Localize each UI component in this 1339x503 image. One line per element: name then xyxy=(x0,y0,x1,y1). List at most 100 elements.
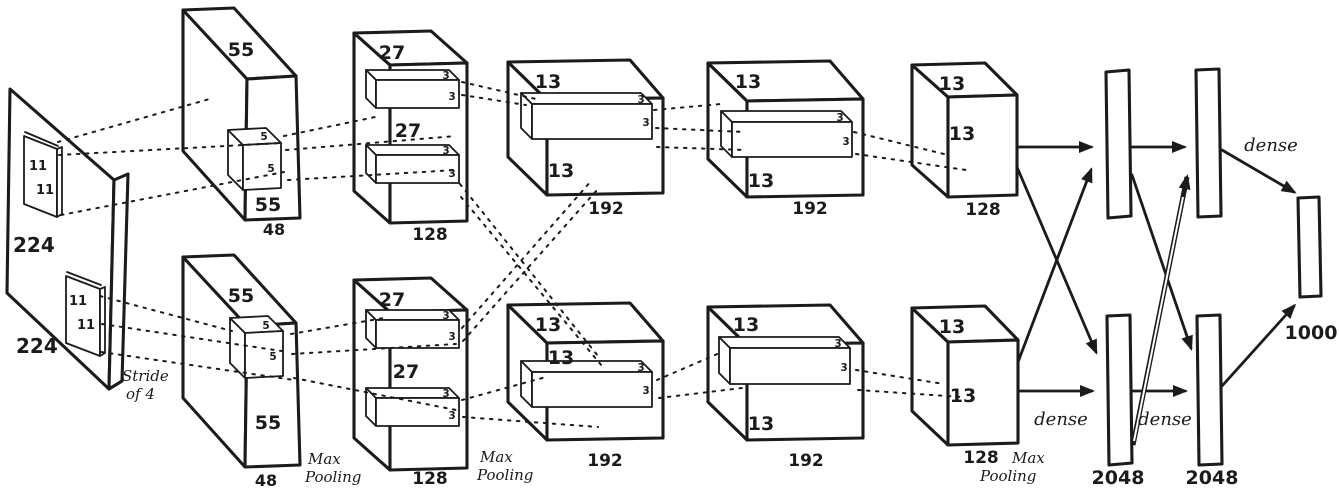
conv1-kernel-label: 5 xyxy=(267,163,274,175)
conv1-kernel-label: 5 xyxy=(260,131,267,143)
dense-label: dense xyxy=(1244,135,1298,156)
input-kernel-top-line xyxy=(24,131,59,147)
conv3-spatial-label: 13 xyxy=(535,314,561,336)
conv4-spatial-label: 13 xyxy=(748,413,774,435)
stride-note-line2: of 4 xyxy=(126,385,155,403)
input-kernel-bottom-line xyxy=(66,271,102,286)
dotted-connection xyxy=(656,146,746,151)
arrow-conv5b-fc6t xyxy=(1016,167,1093,364)
conv2-kernel-slab-front xyxy=(375,154,460,184)
conv1-top-block: 5 5 55 55 48 xyxy=(181,6,302,239)
arrow-fc6t-fc7b xyxy=(1130,173,1193,351)
conv3-kernel-slab-top xyxy=(520,92,653,105)
conv4-top-block: 3 3 13 13 192 xyxy=(706,59,865,219)
kernel-size-label: 11 xyxy=(69,294,87,309)
conv2-spatial-label: 27 xyxy=(393,361,419,383)
conv2-kernel-slab-front xyxy=(375,397,460,427)
dotted-connection xyxy=(653,103,722,111)
conv1-kernel-label: 5 xyxy=(262,320,269,332)
conv2-kernel-slab-front xyxy=(375,319,460,349)
dotted-connection xyxy=(656,351,723,381)
conv4-spatial-label: 13 xyxy=(735,71,761,93)
conv1-spatial-label: 55 xyxy=(255,412,281,434)
conv5-spatial-label: 13 xyxy=(939,73,965,95)
max-pooling-label-line1: Max xyxy=(479,448,513,466)
conv2-kernel-label: 3 xyxy=(448,168,455,180)
conv3-spatial-label: 13 xyxy=(548,160,574,182)
conv3-depth-label: 192 xyxy=(588,199,624,219)
conv3-top-block: 3 3 13 13 192 xyxy=(506,58,665,219)
kernel-size-label: 11 xyxy=(77,318,95,333)
input-kernel-top-edge xyxy=(56,146,63,218)
fc6-top-bar xyxy=(1104,68,1133,220)
dotted-connection xyxy=(459,183,599,357)
conv3-depth-label: 192 xyxy=(587,451,623,471)
conv4-depth-label: 192 xyxy=(792,199,828,219)
conv1-kernel-label: 5 xyxy=(269,351,276,363)
dotted-connection xyxy=(293,377,457,411)
dotted-connection xyxy=(462,189,598,342)
fc6-bottom-bar xyxy=(1105,313,1134,467)
conv2-depth-label: 128 xyxy=(412,469,448,489)
dotted-connection xyxy=(853,131,945,155)
output-bar xyxy=(1296,195,1323,299)
dotted-connection xyxy=(461,179,593,329)
conv5-bottom-block: 13 13 128 Max Pooling xyxy=(910,304,1045,485)
conv4-kernel-slab-front xyxy=(729,347,851,385)
conv1-spatial-label: 55 xyxy=(255,194,281,216)
conv1-depth-label: 48 xyxy=(255,471,277,490)
input-plate-side xyxy=(107,172,130,391)
conv3-kernel-label: 3 xyxy=(637,94,644,106)
input-kernel-bottom-face xyxy=(65,275,101,357)
conv4-kernel-label: 3 xyxy=(842,136,849,148)
conv4-spatial-label: 13 xyxy=(733,314,759,336)
dotted-connection xyxy=(460,196,603,367)
fc6-size-label: 2048 xyxy=(1092,467,1145,489)
output-size-label: 1000 xyxy=(1285,322,1338,344)
dotted-connection xyxy=(291,343,457,355)
dotted-connection xyxy=(855,153,967,171)
arrow-fc7b-output xyxy=(1220,303,1297,388)
conv3-spatial-label: 13 xyxy=(535,71,561,93)
conv1-top-kernel-front xyxy=(242,142,282,191)
fully-connected-section: dense dense dense 2048 2048 1000 xyxy=(1015,67,1338,489)
input-layer: 11 11 11 11 224 224 Stride of 4 xyxy=(5,87,169,403)
conv2-bottom-block: 3 3 3 3 27 27 128 Max Pooling xyxy=(352,276,533,489)
conv3-kernel-label: 3 xyxy=(642,117,649,129)
input-height-label: 224 xyxy=(13,233,55,257)
input-width-label: 224 xyxy=(16,334,58,358)
conv5-bottom-front-face xyxy=(946,338,1020,447)
conv4-kernel-slab-top xyxy=(718,336,851,349)
conv2-spatial-label: 27 xyxy=(379,42,405,64)
dotted-connection xyxy=(461,81,537,100)
dotted-connection xyxy=(461,376,547,401)
conv5-top-front-face xyxy=(946,93,1019,199)
max-pooling-label-line1: Max xyxy=(1011,449,1045,467)
conv2-kernel-label: 3 xyxy=(442,388,449,400)
conv1-depth-label: 48 xyxy=(263,220,285,239)
conv3-kernel-slab-top xyxy=(520,360,653,373)
conv5-depth-label: 128 xyxy=(965,200,1001,220)
max-pooling-label-line2: Pooling xyxy=(304,468,361,486)
conv4-kernel-slab-top xyxy=(720,110,853,123)
conv5-top-block: 13 13 128 xyxy=(910,61,1019,220)
conv3-kernel-slab-front xyxy=(531,103,653,140)
conv2-kernel-label: 3 xyxy=(448,410,455,422)
conv2-kernel-label: 3 xyxy=(448,331,455,343)
receptive-field-connections xyxy=(57,81,967,428)
kernel-size-label: 11 xyxy=(36,183,54,198)
max-pooling-label-line2: Pooling xyxy=(979,467,1036,485)
conv4-depth-label: 192 xyxy=(788,451,824,471)
conv3-bottom-block: 3 3 13 13 192 xyxy=(506,301,665,471)
dotted-connection xyxy=(60,171,285,216)
conv2-kernel-label: 3 xyxy=(442,145,449,157)
input-kernel-top-face xyxy=(23,135,58,218)
dotted-connection xyxy=(290,317,385,335)
conv4-bottom-block: 3 3 13 13 192 xyxy=(706,303,865,471)
dotted-connection xyxy=(461,94,527,106)
fc7-bottom-bar xyxy=(1195,313,1224,467)
dense-label: dense xyxy=(1138,409,1192,430)
dotted-connection xyxy=(287,169,457,181)
stride-note-line1: Stride xyxy=(122,367,169,385)
